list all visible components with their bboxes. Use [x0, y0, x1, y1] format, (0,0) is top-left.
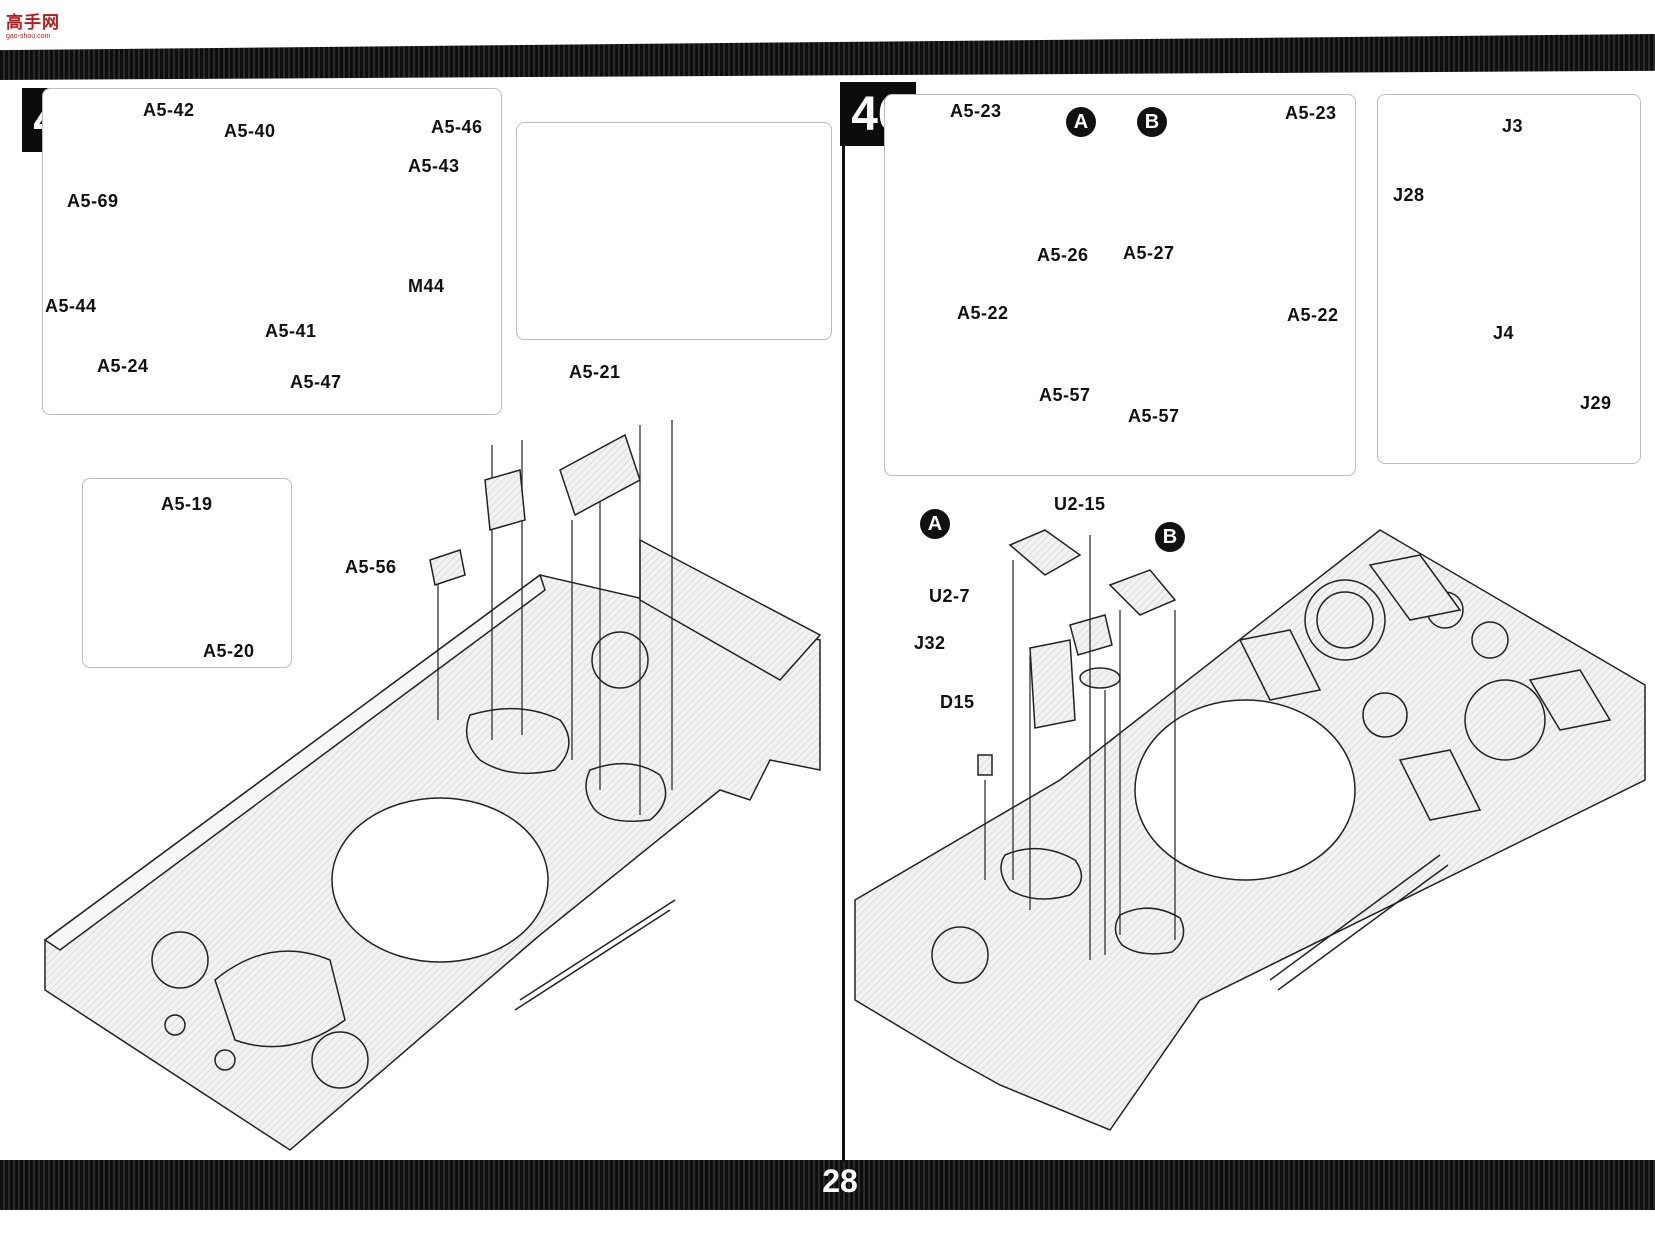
step45-subassembly-panel	[42, 88, 502, 415]
part-label: A5-44	[45, 296, 97, 316]
part-label: A5-19	[161, 494, 213, 514]
part-label: A5-24	[97, 356, 149, 376]
part-label: A5-57	[1039, 385, 1091, 405]
part-label: A5-22	[957, 303, 1009, 323]
watermark-logo-text: 高手网	[6, 13, 60, 32]
part-label: J4	[1493, 323, 1515, 343]
part-label: A5-20	[203, 641, 255, 661]
step46-hull-drawing	[854, 529, 1646, 1131]
part-label: M44	[408, 276, 445, 296]
part-label: A5-46	[431, 117, 483, 137]
part-label: J28	[1393, 185, 1425, 205]
main-marker-a: A	[920, 509, 950, 539]
watermark-logo-subtext: gao-shou.com	[6, 33, 51, 40]
part-label: A5-43	[408, 156, 460, 176]
part-label: A5-40	[224, 121, 276, 141]
main-marker-b: B	[1155, 522, 1185, 552]
part-label: A5-21	[569, 362, 621, 382]
part-label: A5-26	[1037, 245, 1089, 265]
part-label: J32	[914, 633, 946, 653]
step45-reference-panel	[516, 122, 832, 340]
part-label: A5-42	[143, 100, 195, 120]
watermark-logo: 高手网 gao-shou.com	[6, 8, 72, 40]
variant-a-marker: A	[1066, 107, 1096, 137]
part-label: J29	[1580, 393, 1612, 413]
part-label: A5-56	[345, 557, 397, 577]
part-label: D15	[940, 692, 975, 712]
step46-variant-panel	[884, 94, 1356, 476]
part-label: A5-47	[290, 372, 342, 392]
part-label: U2-15	[1054, 494, 1106, 514]
step46-j-parts-panel	[1377, 94, 1641, 464]
page-divider	[842, 84, 845, 1162]
variant-b-marker: B	[1137, 107, 1167, 137]
part-label: A5-69	[67, 191, 119, 211]
part-label: A5-23	[950, 101, 1002, 121]
part-label: A5-41	[265, 321, 317, 341]
part-label: A5-57	[1128, 406, 1180, 426]
step45-inset-panel	[82, 478, 292, 668]
part-label: J3	[1502, 116, 1524, 136]
page-number: 28	[822, 1163, 858, 1199]
part-label: A5-23	[1285, 103, 1337, 123]
part-label: A5-22	[1287, 305, 1339, 325]
part-label: A5-27	[1123, 243, 1175, 263]
bottom-border-band	[0, 1160, 1655, 1210]
part-label: U2-7	[929, 586, 971, 606]
step45-hull-drawing	[43, 420, 822, 1151]
